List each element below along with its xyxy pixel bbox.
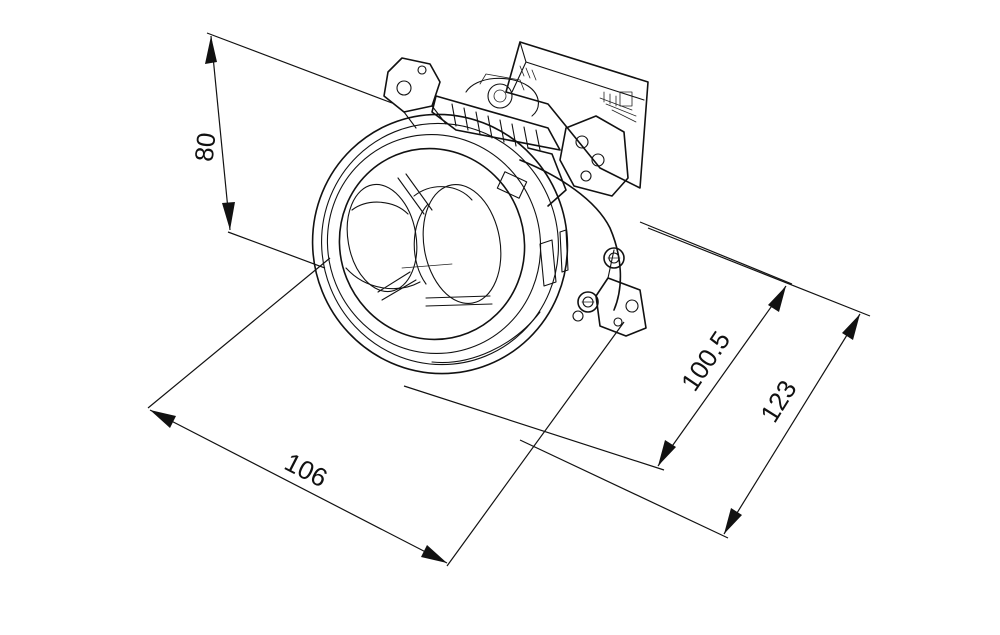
arrowhead [150,410,176,428]
arrowhead [658,440,676,466]
lens-dividers [377,173,493,307]
arrowhead [205,36,217,64]
dimension-depth-inner: 100.5 [403,221,793,471]
front-bezel [311,113,569,375]
arrowhead [222,202,235,230]
dimension-label-width: 106 [280,447,332,493]
headlamp-module [311,41,649,375]
adjustment-screw-upper [603,247,625,269]
dimension-height: 80 [189,32,393,269]
dimension-width: 106 [147,257,625,567]
arrowhead [842,314,860,340]
dimension-label-depth-inner: 100.5 [675,326,736,397]
mounting-bracket-lower-right [595,249,647,337]
dimension-label-height: 80 [189,131,222,163]
mounting-bracket-upper-left [383,57,447,129]
arrowhead [421,545,447,563]
arrowhead [768,286,786,312]
heat-sink-fins [431,73,561,151]
connector-block [505,41,649,189]
mounting-bracket-upper-right [559,115,629,197]
adjustment-screw-lower [572,291,599,322]
arrowhead [724,508,742,534]
